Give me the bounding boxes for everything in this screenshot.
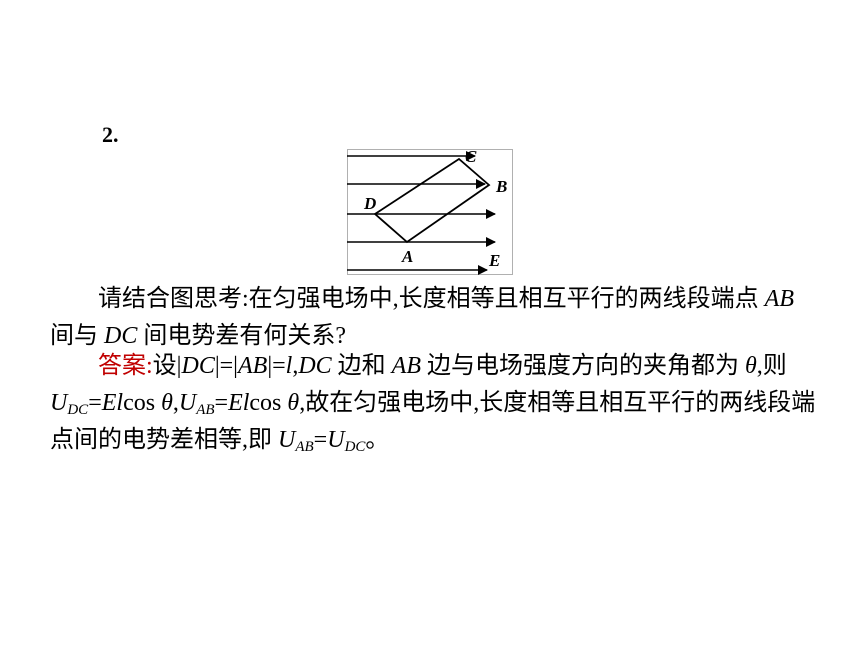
question-text: 请结合图思考:在匀强电场中,长度相等且相互平行的两线段端点 AB 间与 DC 间…: [50, 286, 794, 349]
label-e: E: [488, 251, 500, 270]
parallelogram-abcd: [373, 157, 491, 244]
answer-text: 答案:设|DC|=|AB|=l,DC 边和 AB 边与电场强度方向的夹角都为 θ…: [50, 353, 816, 455]
electric-field-figure: C B D A E: [347, 149, 513, 275]
label-a: A: [401, 247, 413, 266]
label-c: C: [465, 149, 477, 166]
answer-label: 答案:: [98, 353, 153, 379]
label-d: D: [363, 194, 376, 213]
figure-border: [347, 149, 513, 275]
label-b: B: [495, 177, 507, 196]
field-diagram: C B D A E: [347, 149, 513, 275]
problem-number: 2.: [102, 122, 119, 147]
field-lines: [347, 151, 496, 275]
